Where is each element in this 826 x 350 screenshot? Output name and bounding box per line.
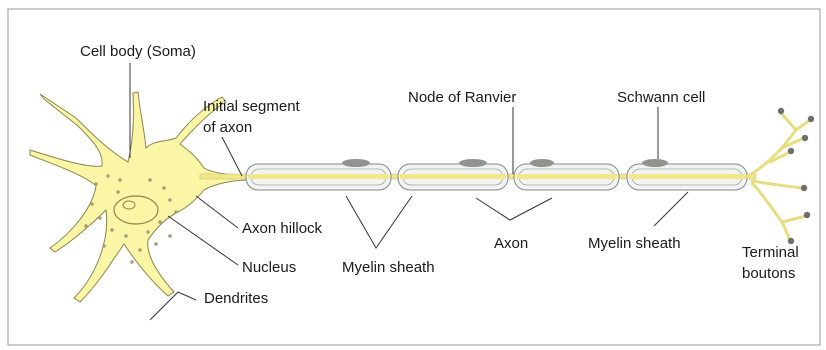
label-initial-segment-2: of axon — [203, 119, 252, 136]
nissl-granule — [94, 182, 98, 186]
nissl-granule — [124, 234, 128, 238]
nissl-granule — [102, 244, 106, 248]
label-axon: Axon — [494, 235, 528, 252]
label-myelin-sheath-left: Myelin sheath — [342, 259, 435, 276]
nissl-granule — [98, 216, 102, 220]
myelin-segment-3 — [514, 164, 619, 190]
label-terminal-boutons: Terminal — [742, 244, 799, 261]
nissl-granule — [90, 202, 94, 206]
myelin-segment-4 — [627, 164, 747, 190]
nissl-granule — [162, 186, 166, 190]
schwann-nucleus — [459, 159, 487, 167]
label-node-of-ranvier: Node of Ranvier — [408, 89, 516, 106]
nissl-granule — [116, 190, 120, 194]
nissl-granule — [110, 228, 114, 232]
myelin-segment-2 — [398, 164, 508, 190]
schwann-nucleus — [342, 159, 370, 167]
label-schwann-cell: Schwann cell — [617, 89, 705, 106]
label-nucleus: Nucleus — [242, 259, 296, 276]
myelin-segment-1 — [246, 164, 391, 190]
nissl-granule — [148, 178, 152, 182]
nissl-granule — [118, 178, 122, 182]
schwann-nucleus — [642, 159, 668, 167]
nissl-granule — [146, 230, 150, 234]
nissl-granule — [154, 242, 158, 246]
label-myelin-sheath-right: Myelin sheath — [588, 235, 681, 252]
label-dendrites: Dendrites — [204, 290, 268, 307]
schwann-nucleus — [530, 159, 554, 167]
nissl-granule — [84, 224, 88, 228]
nissl-granule — [106, 174, 110, 178]
nissl-granule — [168, 198, 172, 202]
label-cell-body: Cell body (Soma) — [80, 43, 196, 60]
nissl-granule — [130, 260, 134, 264]
label-initial-segment: Initial segment — [203, 98, 301, 115]
nissl-granule — [158, 220, 162, 224]
nissl-granule — [174, 210, 178, 214]
nissl-granule — [138, 248, 142, 252]
nissl-granule — [168, 234, 172, 238]
label-axon-hillock: Axon hillock — [242, 220, 323, 237]
label-terminal-boutons-2: boutons — [742, 265, 795, 282]
